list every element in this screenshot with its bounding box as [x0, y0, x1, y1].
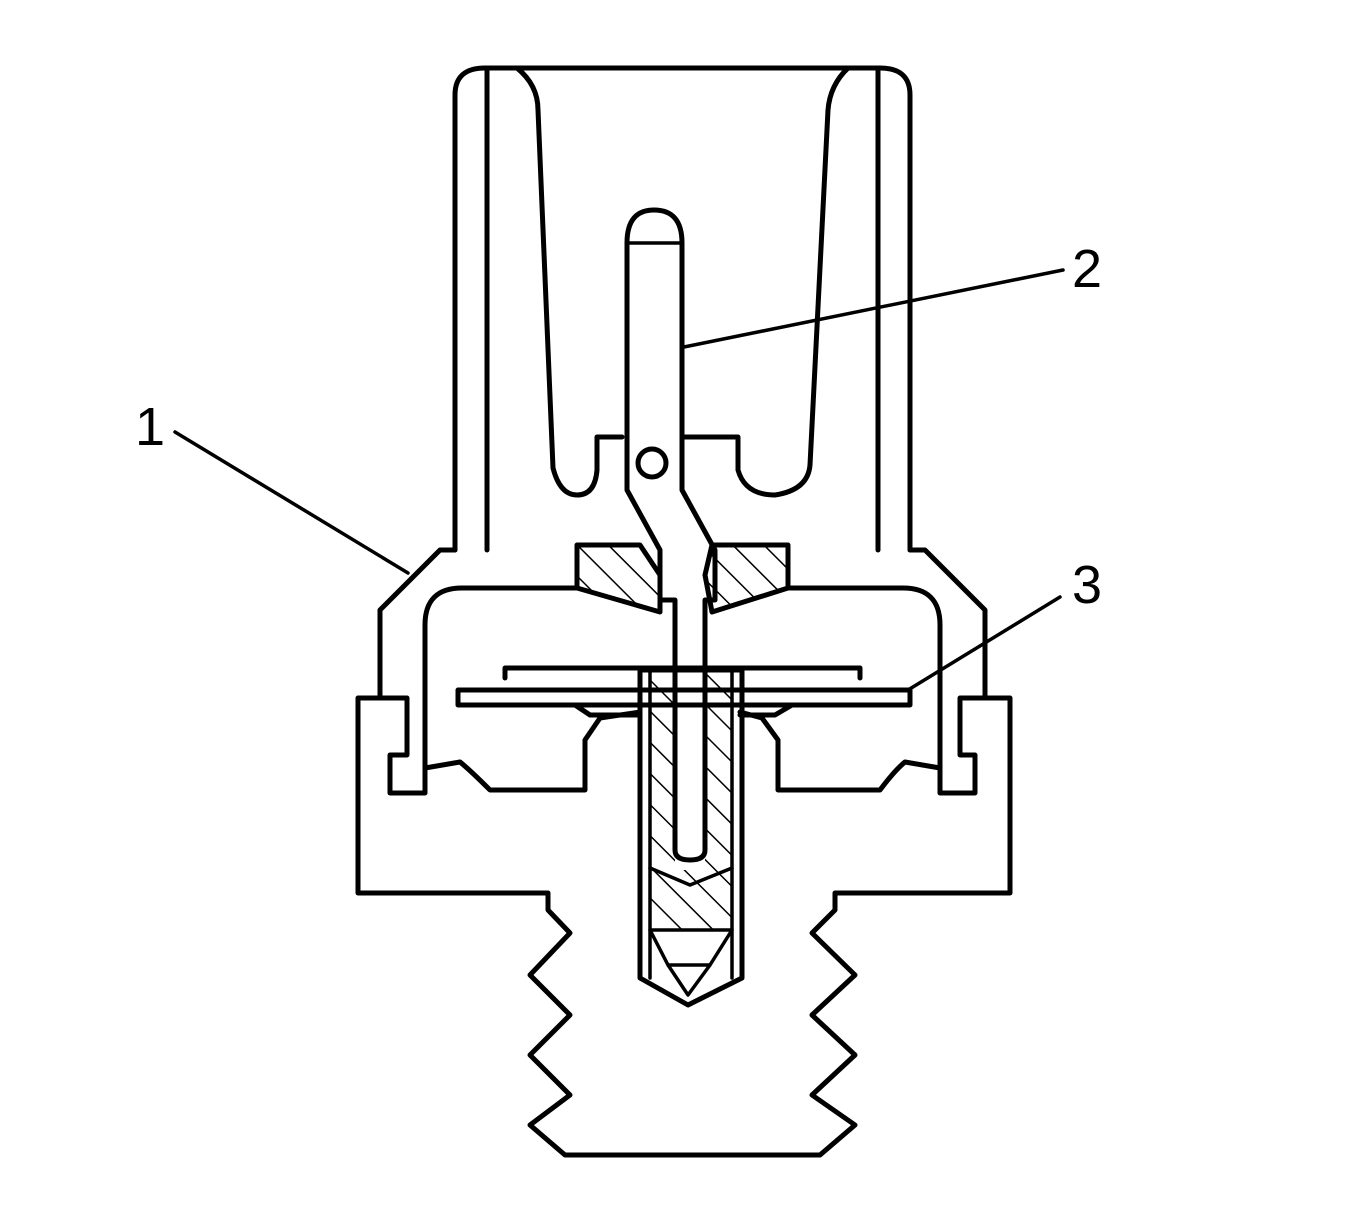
- callout-label-3: 3: [1072, 555, 1102, 615]
- center-sleeve-outline: [637, 667, 745, 1008]
- housing-outer-wall: [377, 547, 988, 701]
- housing-base: [355, 695, 1013, 1158]
- center-sleeve-fill-left: [650, 670, 675, 870]
- center-sleeve-chevron: [648, 866, 734, 887]
- piezo-disc: [455, 665, 913, 718]
- center-sleeve-fill-bottom: [650, 870, 732, 930]
- connector-cavity: [514, 65, 851, 498]
- callout-label-1: 1: [135, 397, 165, 457]
- center-sleeve-cone: [648, 928, 734, 997]
- connector-shell-outer: [452, 65, 913, 553]
- housing-inner-wall: [422, 585, 943, 771]
- center-sleeve-fill-right: [705, 670, 732, 870]
- insulator-blocks: [574, 542, 791, 615]
- center-sleeve: [637, 667, 745, 1008]
- center-sleeve-inner: [648, 668, 734, 980]
- leader-line-3: [906, 595, 1062, 692]
- piezo-disc-lower: [537, 702, 828, 718]
- left-clip: [377, 695, 643, 796]
- sensor-housing: [355, 547, 1013, 1158]
- terminal-pin-hole: [635, 446, 669, 480]
- leader-line-1: [173, 430, 410, 575]
- leader-lines: [173, 268, 1065, 692]
- insulator-right: [702, 542, 791, 615]
- leader-line-2: [682, 268, 1065, 349]
- right-clip: [737, 695, 988, 796]
- piezo-disc-plate: [455, 687, 913, 708]
- insulator-left: [574, 542, 663, 615]
- callout-label-2: 2: [1072, 239, 1102, 299]
